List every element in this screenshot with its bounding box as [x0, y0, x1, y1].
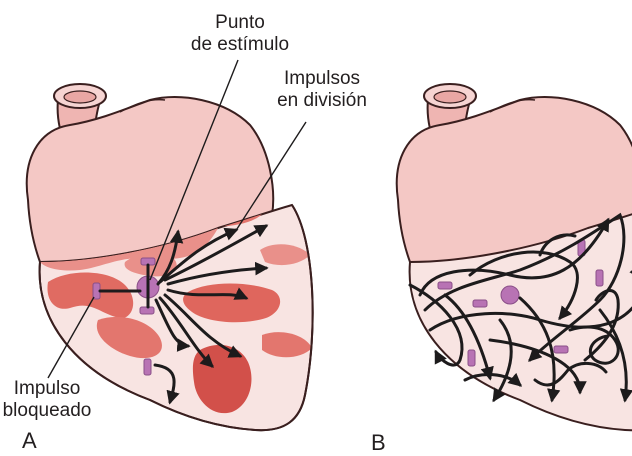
label-division-line-2: en división	[262, 90, 382, 112]
label-division-line-1: Impulsos	[262, 68, 382, 90]
panel-label-b: B	[371, 430, 386, 456]
panel-label-a: A	[22, 428, 37, 454]
label-blocked-line-1: Impulso	[2, 378, 92, 400]
label-stimulus-line-2: de estímulo	[180, 34, 300, 56]
label-blocked-impulse: Impulso bloqueado	[2, 378, 92, 422]
label-blocked-line-2: bloqueado	[2, 400, 92, 422]
label-stimulus-point: Punto de estímulo	[180, 12, 300, 56]
label-stimulus-line-1: Punto	[180, 12, 300, 34]
heart-a	[27, 60, 313, 430]
heart-b	[397, 84, 632, 430]
label-dividing-impulses: Impulsos en división	[262, 68, 382, 112]
